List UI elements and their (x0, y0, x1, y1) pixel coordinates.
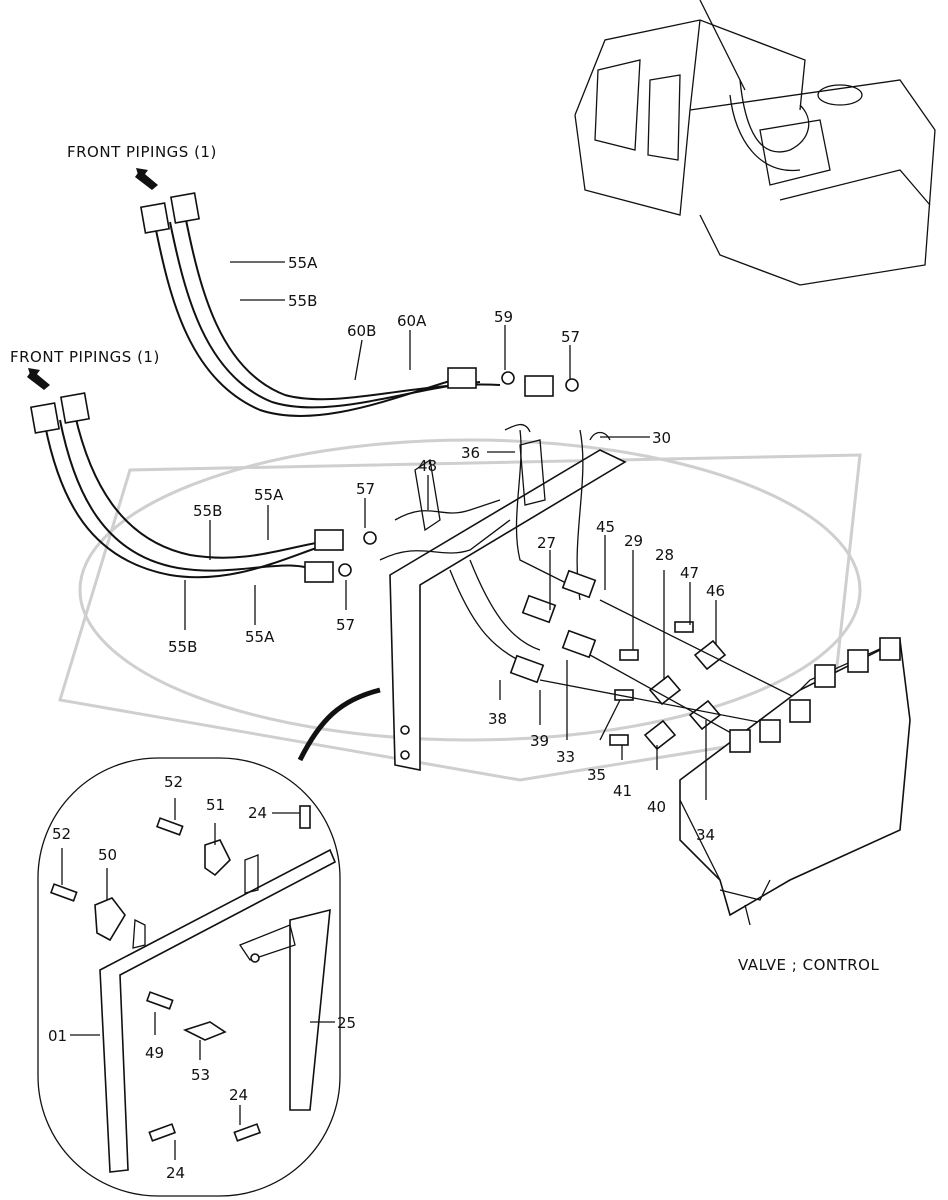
detail-callout (37, 687, 381, 1197)
part-label: 49 (145, 1044, 164, 1062)
front-pipings-label-upper: FRONT PIPINGS (1) (67, 143, 217, 161)
arrow-up-left-icon (135, 168, 158, 190)
part-label: 60A (397, 312, 427, 330)
part-label: 01 (48, 1027, 67, 1045)
part-label: 60B (347, 322, 376, 340)
part-label: 55A (288, 254, 318, 272)
part-label: 57 (561, 328, 580, 346)
part-label: 27 (537, 534, 556, 552)
front-pipings-label-lower: FRONT PIPINGS (1) (10, 348, 160, 366)
watermark (58, 438, 862, 782)
part-label: 55A (245, 628, 275, 646)
part-label: 24 (248, 804, 267, 822)
excavator-overview (574, 0, 936, 286)
part-label: 28 (655, 546, 674, 564)
control-valve (679, 637, 911, 926)
part-label: 39 (530, 732, 549, 750)
part-label: 24 (229, 1086, 248, 1104)
part-label: 34 (696, 826, 715, 844)
part-label: 51 (206, 796, 225, 814)
part-label: 24 (166, 1164, 185, 1182)
part-label: 55B (288, 292, 317, 310)
part-label: 41 (613, 782, 632, 800)
part-label: 53 (191, 1066, 210, 1084)
lower-hoses (29, 392, 377, 583)
leader-lines (61, 261, 717, 1160)
part-label: 48 (418, 457, 437, 475)
part-label: 47 (680, 564, 699, 582)
valve-control-label: VALVE ; CONTROL (738, 956, 879, 974)
part-label: 59 (494, 308, 513, 326)
part-label: 45 (596, 518, 615, 536)
part-label: 55A (254, 486, 284, 504)
pipe-bracket-assembly (379, 423, 627, 771)
part-label: 55B (193, 502, 222, 520)
part-label: 35 (587, 766, 606, 784)
upper-hoses (139, 192, 579, 417)
part-label: 57 (356, 480, 375, 498)
part-label: 40 (647, 798, 666, 816)
part-label: 52 (164, 773, 183, 791)
part-label: 38 (488, 710, 507, 728)
part-label: 36 (461, 444, 480, 462)
part-label: 50 (98, 846, 117, 864)
part-label: 57 (336, 616, 355, 634)
part-label: 25 (337, 1014, 356, 1032)
part-label: 29 (624, 532, 643, 550)
part-label: 46 (706, 582, 725, 600)
part-label: 52 (52, 825, 71, 843)
part-label: 55B (168, 638, 197, 656)
arrow-up-left-icon (27, 368, 50, 390)
part-label: 30 (652, 429, 671, 447)
part-label: 33 (556, 748, 575, 766)
